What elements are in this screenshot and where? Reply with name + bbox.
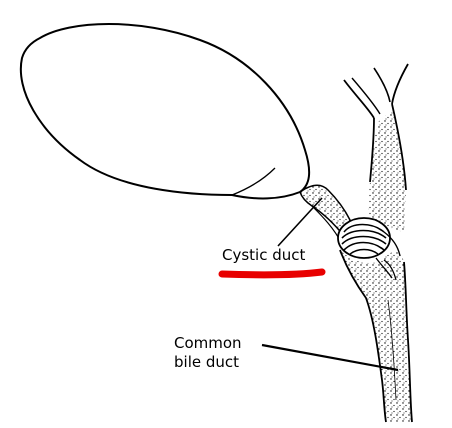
- gallbladder: [19, 23, 311, 200]
- common-bile-duct-shape: [339, 249, 413, 423]
- common-bile-duct-label-line1: Common: [174, 334, 242, 352]
- common-hepatic-duct: [368, 110, 406, 232]
- common-bile-duct-leader: [261, 343, 399, 372]
- hepatic-ducts: [343, 63, 409, 191]
- cystic-duct-leader: [277, 197, 323, 247]
- common-bile-duct-label-line2: bile duct: [174, 353, 240, 371]
- cystic-duct-label: Cystic duct: [222, 246, 306, 264]
- common-bile-duct-label: Common bile duct: [174, 334, 242, 372]
- highlight-underline: [218, 268, 326, 279]
